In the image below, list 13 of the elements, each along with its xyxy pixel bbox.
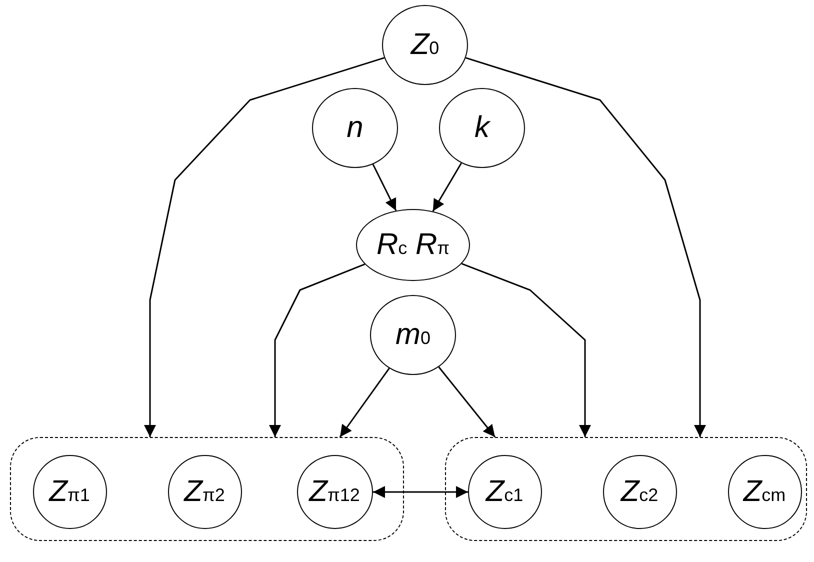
dashed-group xyxy=(445,437,807,541)
dashed-group xyxy=(10,437,404,541)
arrow xyxy=(465,57,706,437)
arrow xyxy=(461,263,591,437)
arrow xyxy=(372,164,397,211)
arrow xyxy=(269,264,366,437)
arrow xyxy=(438,366,496,438)
variable-label: n xyxy=(346,113,364,143)
variable-label: k xyxy=(474,113,490,143)
arrow xyxy=(339,368,390,438)
arrow xyxy=(432,162,462,212)
arrow xyxy=(144,57,385,437)
arrow xyxy=(373,486,468,498)
